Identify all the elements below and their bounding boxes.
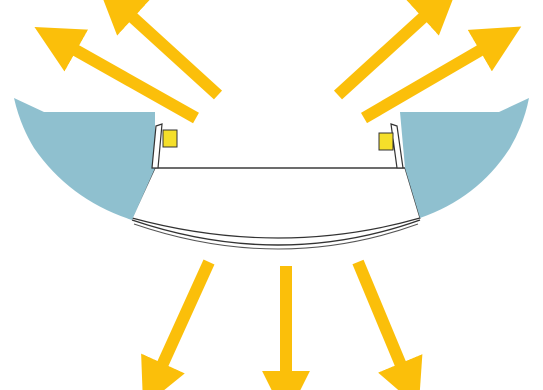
diffuser-lens-inner: [133, 223, 419, 250]
arrow-up-right-outer: [360, 26, 522, 124]
lamp-holder-left: [151, 123, 163, 169]
arrow-down-left: [141, 259, 215, 390]
housing-left: [14, 98, 155, 220]
lamp-right: [378, 132, 394, 151]
lamp-left: [162, 129, 178, 148]
diffuser-lens: [131, 219, 421, 246]
reflector-cavity: [131, 167, 421, 239]
arrow-up-left-outer: [34, 26, 199, 124]
arrow-down-right: [352, 259, 423, 390]
housing-right: [400, 98, 529, 218]
arrow-up-right-inner: [333, 0, 459, 100]
arrow-up-left-inner: [97, 0, 223, 100]
lamp-holder-right: [390, 123, 404, 169]
